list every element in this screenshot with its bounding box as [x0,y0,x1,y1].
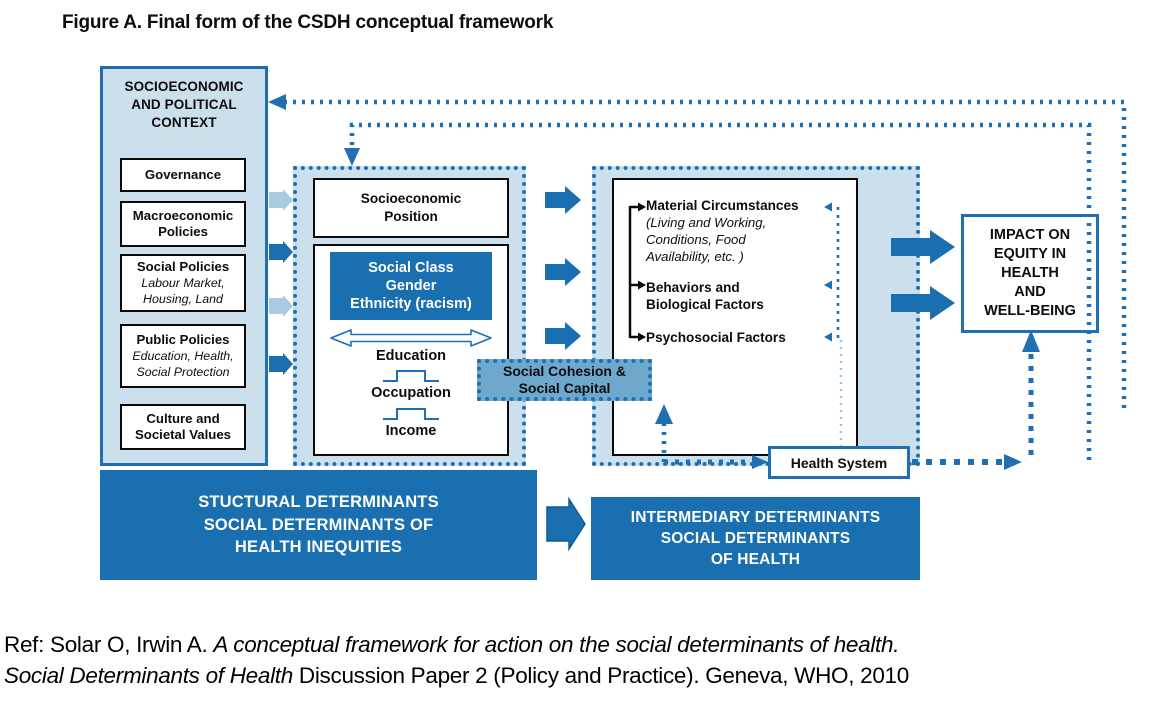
intermediary-to-impact-arrow-2-icon [890,284,956,322]
health-system-box[interactable]: Health System [768,446,910,479]
double-headed-arrow-icon [329,329,493,347]
structural-to-intermediary-arrow-3-icon [544,320,582,352]
intermediary-item-psychosocial-factors-text: Psychosocial Factors [646,330,786,345]
structural-to-intermediary-arrow-1-icon [544,184,582,216]
context-item-governance-label: Governance [144,167,222,183]
context-to-structural-arrow-2-icon [268,240,294,264]
context-to-structural-arrow-1-icon [268,188,294,212]
reference-text: Ref: Solar O, Irwin A. A conceptual fram… [4,629,1149,691]
reference-line-2: Social Determinants of Health Discussion… [4,663,909,689]
social-cohesion-label: Social Cohesion &Social Capital [503,363,626,396]
ladder-connector-1-icon [382,369,440,383]
ladder-connector-2-icon [382,407,440,421]
context-item-social-policies-text: Social Policies Labour Market,Housing, L… [136,259,230,306]
intermediary-feedback-dotted-line-icon [822,200,844,342]
figure-caption: Figure A. Final form of the CSDH concept… [62,12,554,33]
health-system-label: Health System [790,454,888,471]
banner-connector-arrow-icon [545,496,587,552]
intermediary-item-material-circumstances-text: Material Circumstances (Living and Worki… [646,198,799,264]
intermediary-to-impact-arrow-1-icon [890,228,956,266]
context-item-public-policies-text: Public Policies Education, Health,Social… [132,332,234,379]
context-to-structural-arrow-4-icon [268,352,294,376]
intermediary-item-psychosocial-factors[interactable]: Psychosocial Factors [646,330,836,347]
context-item-governance[interactable]: Governance [120,158,246,192]
reference-line-1: Ref: Solar O, Irwin A. A conceptual fram… [4,632,900,657]
context-item-public-policies[interactable]: Public Policies Education, Health,Social… [120,324,246,388]
structural-to-intermediary-arrow-2-icon [544,256,582,288]
ladder-label-income: Income [385,423,437,439]
intermediary-item-material-circumstances[interactable]: Material Circumstances (Living and Worki… [646,198,846,266]
context-to-structural-arrow-3-icon [268,294,294,318]
intermediary-bracket-icon [628,200,648,342]
context-item-social-policies[interactable]: Social Policies Labour Market,Housing, L… [120,254,246,312]
social-cohesion-social-capital-badge[interactable]: Social Cohesion &Social Capital [477,359,652,401]
